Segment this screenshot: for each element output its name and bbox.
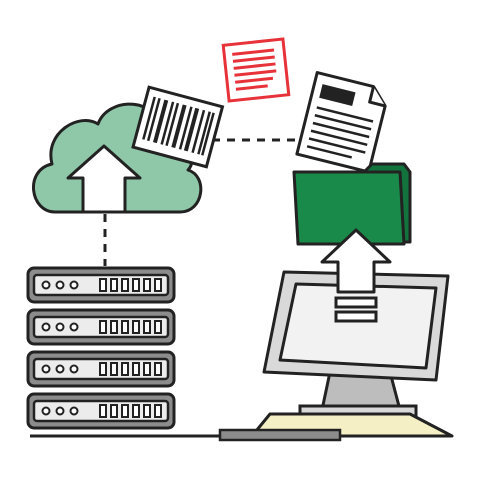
- barcode-lines: [142, 96, 215, 156]
- server-slot: [110, 404, 118, 418]
- server-slot: [110, 320, 118, 334]
- server-slot: [154, 278, 162, 292]
- server-led: [69, 322, 79, 332]
- server-led: [55, 406, 65, 416]
- monitor-screen: [278, 282, 438, 370]
- server-led: [41, 364, 51, 374]
- server-slot: [110, 278, 118, 292]
- red-document-icon: [221, 37, 291, 103]
- server-slot: [154, 404, 162, 418]
- server-slot: [121, 362, 129, 376]
- server-slot: [132, 404, 140, 418]
- arrow-base-bar-2: [334, 310, 378, 323]
- server-slot: [110, 362, 118, 376]
- desktop-monitor-icon: [218, 270, 454, 442]
- server-slot: [143, 320, 151, 334]
- server-led: [55, 280, 65, 290]
- server-slot: [99, 362, 107, 376]
- server-rack-icon: [26, 266, 176, 430]
- server-slot: [121, 404, 129, 418]
- server-slot: [99, 320, 107, 334]
- server-slot: [143, 404, 151, 418]
- server-unit: [26, 350, 176, 388]
- server-slot: [143, 362, 151, 376]
- server-slot: [121, 278, 129, 292]
- server-slot: [132, 278, 140, 292]
- server-slot: [132, 320, 140, 334]
- text-document-header-block: [319, 84, 356, 106]
- server-led: [55, 322, 65, 332]
- server-slot: [154, 320, 162, 334]
- arrow-base-bar-1: [334, 296, 378, 309]
- server-led: [41, 406, 51, 416]
- server-led: [41, 322, 51, 332]
- barcode-document-icon: [131, 85, 225, 169]
- server-led: [55, 364, 65, 374]
- server-unit: [26, 308, 176, 346]
- red-document-lines: [232, 48, 277, 91]
- server-slot: [132, 362, 140, 376]
- server-led: [41, 280, 51, 290]
- cloud-arrow-up-icon: [66, 144, 142, 214]
- server-led: [69, 406, 79, 416]
- desk-pad: [218, 428, 342, 442]
- server-led: [69, 364, 79, 374]
- server-led: [69, 280, 79, 290]
- server-slot: [99, 278, 107, 292]
- monitor-arrow-up-icon: [320, 228, 392, 323]
- server-slot: [154, 362, 162, 376]
- folder-front: [292, 170, 406, 246]
- server-slot: [143, 278, 151, 292]
- folder-icon: [292, 162, 412, 246]
- server-unit: [26, 266, 176, 304]
- server-unit: [26, 392, 176, 430]
- server-slot: [99, 404, 107, 418]
- text-document-icon: [295, 71, 387, 174]
- server-slot: [121, 320, 129, 334]
